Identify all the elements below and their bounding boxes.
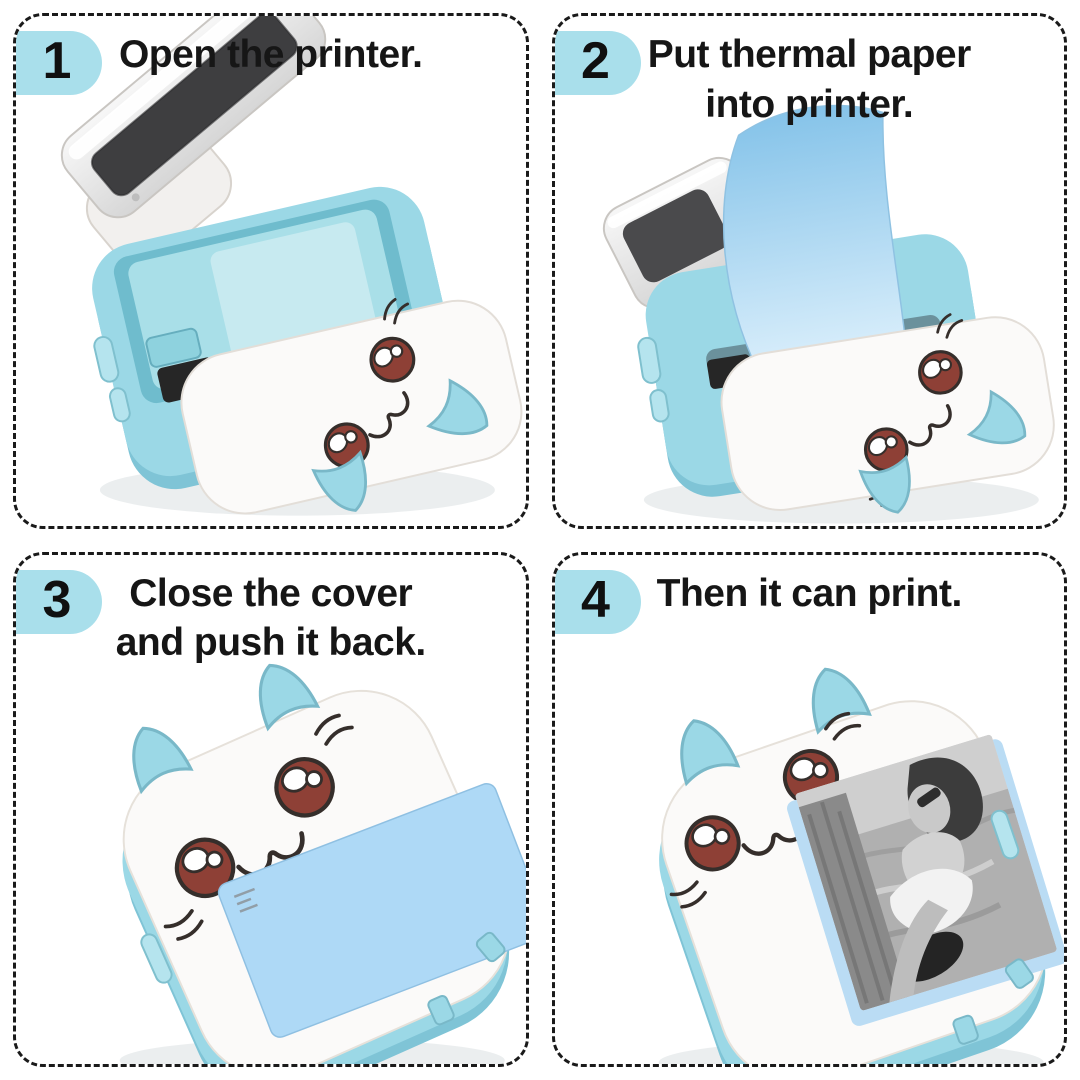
step-panel-3: 3 Close the cover and push it back. — [13, 551, 529, 1067]
lid-platen — [91, 16, 297, 196]
front-cover — [180, 299, 523, 515]
printer-printing — [609, 658, 1064, 1064]
step-panel-4: 4 Then it can print. — [551, 551, 1067, 1067]
step-title: Put thermal paper into printer. — [647, 33, 972, 126]
step-title: Open the printer. — [118, 33, 423, 76]
photo-figure-arm — [888, 899, 948, 1003]
step-number-badge: 4 — [554, 569, 641, 634]
printer-printing-illustration — [555, 658, 1064, 1064]
lid-platen — [622, 189, 729, 283]
printed-marks — [233, 887, 258, 913]
power-button — [93, 335, 120, 383]
step-title: Close the cover and push it back. — [115, 571, 427, 665]
printer-open — [60, 16, 523, 521]
latch-tab — [475, 931, 506, 962]
thermal-paper-sheet — [722, 104, 907, 372]
latch-tab — [1004, 957, 1034, 989]
printer-lid-open-illustration — [60, 16, 523, 521]
latch-tab — [427, 994, 455, 1025]
step-panel-1: 1 Open the printer. — [13, 13, 529, 529]
paper-strip — [217, 782, 526, 1038]
photo-figure-top — [889, 868, 973, 934]
step-number: 3 — [42, 570, 72, 629]
photo-image — [794, 733, 1057, 1011]
printer-loading — [602, 104, 1055, 521]
latch-tab — [951, 1014, 979, 1045]
step-number: 2 — [581, 32, 610, 90]
printer-closed-illustration — [16, 652, 526, 1064]
power-button — [140, 932, 173, 984]
step-number-badge: 1 — [15, 31, 102, 95]
step-panel-2: 2 Put thermal paper into printer. — [551, 13, 1067, 529]
printer-closed — [59, 652, 526, 1064]
step-number: 1 — [42, 32, 72, 90]
step-title: Then it can print. — [656, 571, 963, 615]
step-number-badge: 3 — [15, 569, 102, 634]
step-number: 4 — [581, 570, 610, 629]
power-button — [636, 336, 661, 384]
printer-loading-paper-illustration — [602, 104, 1055, 524]
printer-lid — [60, 16, 327, 267]
step-number-badge: 2 — [554, 31, 641, 95]
power-button — [990, 809, 1019, 859]
